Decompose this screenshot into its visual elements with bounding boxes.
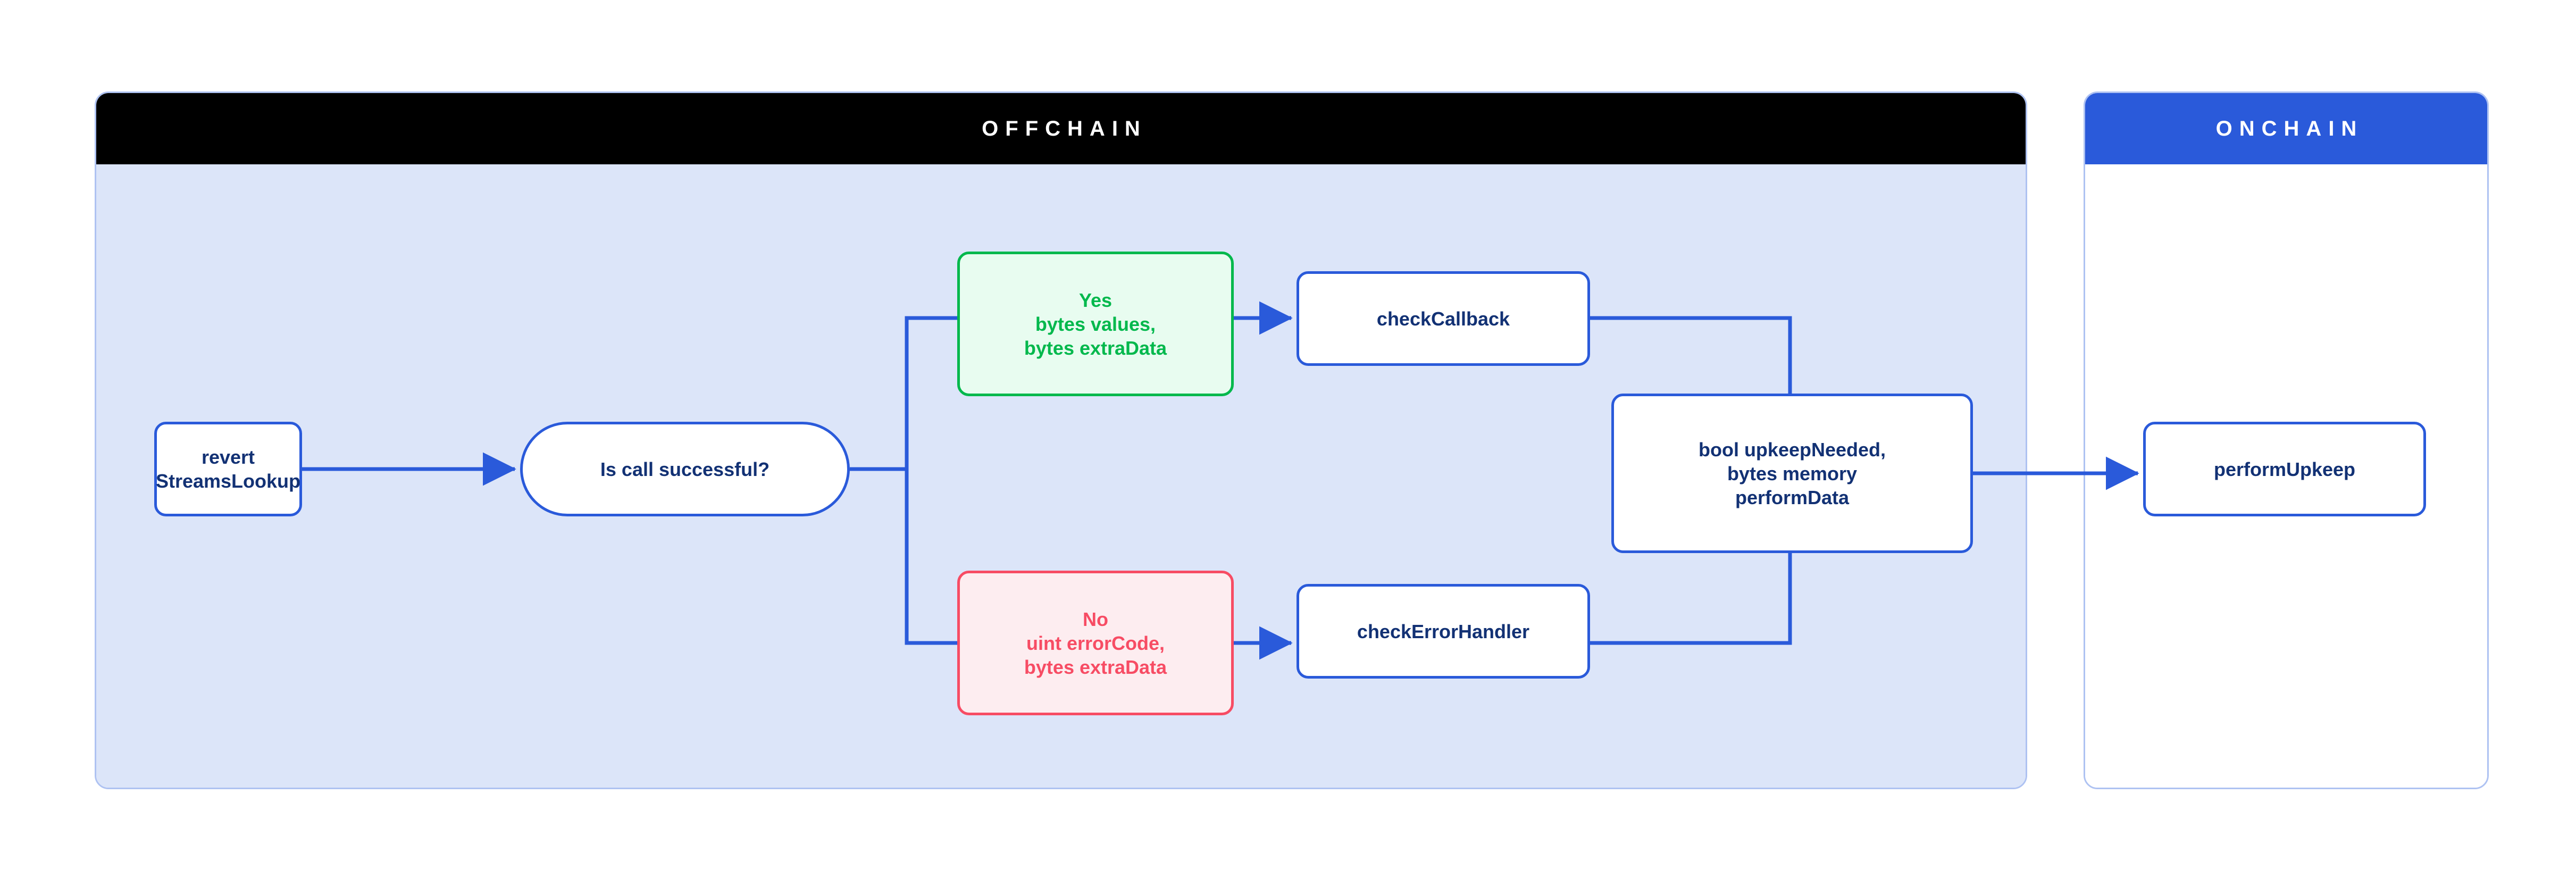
node-no-branch-label: No uint errorCode, bytes extraData bbox=[1024, 608, 1167, 678]
node-revert-streamslookup[interactable]: revert StreamsLookup bbox=[154, 422, 302, 516]
offchain-panel-header: OFFCHAIN bbox=[96, 93, 2026, 164]
node-check-callback-label: checkCallback bbox=[1376, 307, 1510, 330]
node-perform-upkeep-label: performUpkeep bbox=[2213, 458, 2356, 480]
node-yes-branch-label: Yes bytes values, bytes extraData bbox=[1024, 289, 1167, 359]
node-check-callback[interactable]: checkCallback bbox=[1297, 271, 1590, 366]
node-check-error-handler-label: checkErrorHandler bbox=[1357, 620, 1530, 642]
node-no-branch[interactable]: No uint errorCode, bytes extraData bbox=[957, 571, 1234, 715]
node-upkeep-needed-label: bool upkeepNeeded, bytes memory performD… bbox=[1698, 438, 1886, 508]
onchain-panel-title: ONCHAIN bbox=[2215, 116, 2364, 140]
node-perform-upkeep[interactable]: performUpkeep bbox=[2143, 422, 2426, 516]
onchain-panel-header: ONCHAIN bbox=[2085, 93, 2487, 164]
node-yes-branch[interactable]: Yes bytes values, bytes extraData bbox=[957, 252, 1234, 396]
node-revert-streamslookup-label: revert StreamsLookup bbox=[155, 446, 301, 492]
node-upkeep-needed[interactable]: bool upkeepNeeded, bytes memory performD… bbox=[1611, 394, 1973, 553]
offchain-panel-title: OFFCHAIN bbox=[982, 116, 1147, 140]
node-is-call-successful-label: Is call successful? bbox=[600, 458, 770, 480]
node-is-call-successful[interactable]: Is call successful? bbox=[520, 422, 850, 516]
node-check-error-handler[interactable]: checkErrorHandler bbox=[1297, 584, 1590, 679]
